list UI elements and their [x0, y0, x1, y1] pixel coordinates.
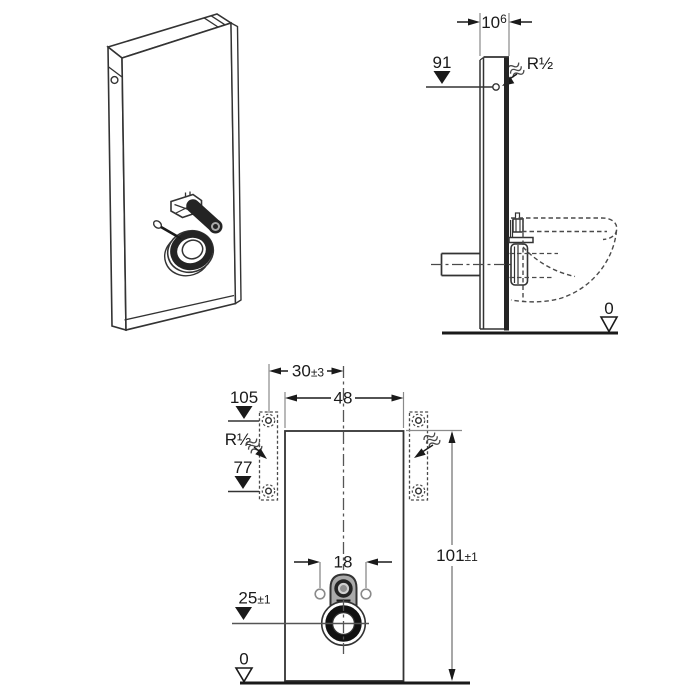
- arrowhead: [391, 394, 404, 402]
- fixing-hole-zone: [411, 413, 426, 428]
- front-radius-label: R½: [225, 430, 251, 449]
- arrowhead: [255, 448, 267, 459]
- front-level-77: 77: [228, 458, 259, 493]
- front-bolt-spacing-label: 18: [334, 553, 353, 572]
- side-view: 106 91 R½: [426, 12, 619, 335]
- iso-screw-head: [152, 220, 163, 229]
- front-r-leader-right: [414, 429, 442, 458]
- front-zero-label: 0: [239, 650, 248, 669]
- side-level-91: 91: [426, 53, 493, 88]
- front-zero-marker: 0: [234, 650, 254, 684]
- front-outlet-level-label: 25±1: [238, 589, 271, 608]
- front-r-leader-left: R½: [225, 430, 267, 459]
- front-level-77-label: 77: [234, 458, 253, 477]
- iso-top-cap-seam2: [210, 15, 226, 26]
- front-dim-width: 48: [284, 389, 405, 428]
- zero-triangle: [234, 667, 254, 684]
- level-triangle: [234, 476, 252, 489]
- front-dim-offset: 30±3: [268, 362, 344, 413]
- bracket-ring-inner: [340, 585, 347, 592]
- iso-top-cap-seam1: [203, 17, 219, 28]
- front-offset-label: 30±3: [292, 362, 325, 381]
- side-level-91-label: 91: [433, 53, 452, 72]
- front-dim-height: 101±1: [406, 429, 478, 681]
- fixing-hole: [265, 417, 273, 425]
- side-zero-marker: 0: [599, 299, 619, 334]
- iso-left-cap-seam: [107, 65, 123, 78]
- level-triangle: [235, 607, 252, 620]
- arrowhead: [414, 448, 426, 458]
- iso-water-connection-hole: [110, 75, 119, 85]
- front-level-105: 105: [228, 388, 259, 422]
- iso-front-face: [121, 21, 237, 332]
- side-zero-label: 0: [604, 299, 613, 318]
- front-level-105-label: 105: [230, 388, 258, 407]
- level-triangle: [235, 406, 253, 419]
- front-level-25: 25±1: [235, 589, 271, 620]
- fixing-hole: [415, 487, 423, 495]
- arrowhead: [448, 669, 456, 681]
- side-supply-pipe: [431, 252, 518, 277]
- front-fixing-zone-left: [258, 411, 279, 501]
- front-view: 30±3 48 105: [225, 362, 478, 685]
- iso-cylinder-bore: [213, 224, 218, 229]
- arrowhead: [308, 558, 320, 566]
- side-panel-back-edge: [504, 57, 509, 331]
- side-water-connection-hole: [492, 83, 500, 91]
- side-width-label: 106: [481, 12, 507, 32]
- fixing-hole-zone: [261, 413, 276, 428]
- side-support-plate: [508, 236, 534, 244]
- fixing-hole: [265, 487, 273, 495]
- front-height-label: 101±1: [436, 546, 478, 565]
- iso-view: [106, 13, 242, 332]
- iso-right-edge: [230, 21, 242, 305]
- arrowhead: [448, 431, 456, 443]
- iso-flange-hole: [181, 239, 204, 260]
- side-toilet-bowl-outline: [509, 217, 618, 303]
- iso-screw-tip: [177, 235, 182, 240]
- bolt-hole-right: [360, 588, 372, 600]
- side-r-leader: R½: [502, 54, 553, 86]
- fixing-hole-zone: [411, 484, 426, 498]
- squiggle-icon: [505, 59, 526, 80]
- side-dim-width: 106: [457, 12, 532, 56]
- arrowhead: [366, 558, 378, 566]
- front-dim-bolts: 18: [294, 553, 392, 588]
- arrowhead: [468, 18, 480, 26]
- iso-bracket-pin: [184, 191, 191, 198]
- front-fixing-zone-right: [408, 411, 429, 501]
- iso-screw-shaft: [160, 225, 179, 238]
- bolt-hole-left: [314, 588, 326, 600]
- iso-flange-ring: [170, 230, 213, 271]
- iso-bracket-assembly: [152, 191, 223, 277]
- iso-bottom-seam: [124, 294, 235, 321]
- fixing-hole-zone: [261, 484, 276, 498]
- arrowhead: [269, 367, 281, 375]
- fixing-zone-rect: [258, 411, 279, 501]
- level-triangle: [433, 71, 451, 84]
- side-mounting-hardware: [508, 212, 534, 286]
- fixing-hole: [415, 417, 423, 425]
- arrowhead: [285, 394, 297, 402]
- arrowhead: [509, 18, 521, 26]
- arrowhead: [331, 367, 344, 375]
- side-panel-profile: [479, 56, 509, 331]
- fixing-zone-rect: [408, 411, 429, 501]
- side-radius-label: R½: [527, 54, 553, 73]
- zero-triangle: [599, 316, 619, 334]
- side-nut: [512, 218, 524, 233]
